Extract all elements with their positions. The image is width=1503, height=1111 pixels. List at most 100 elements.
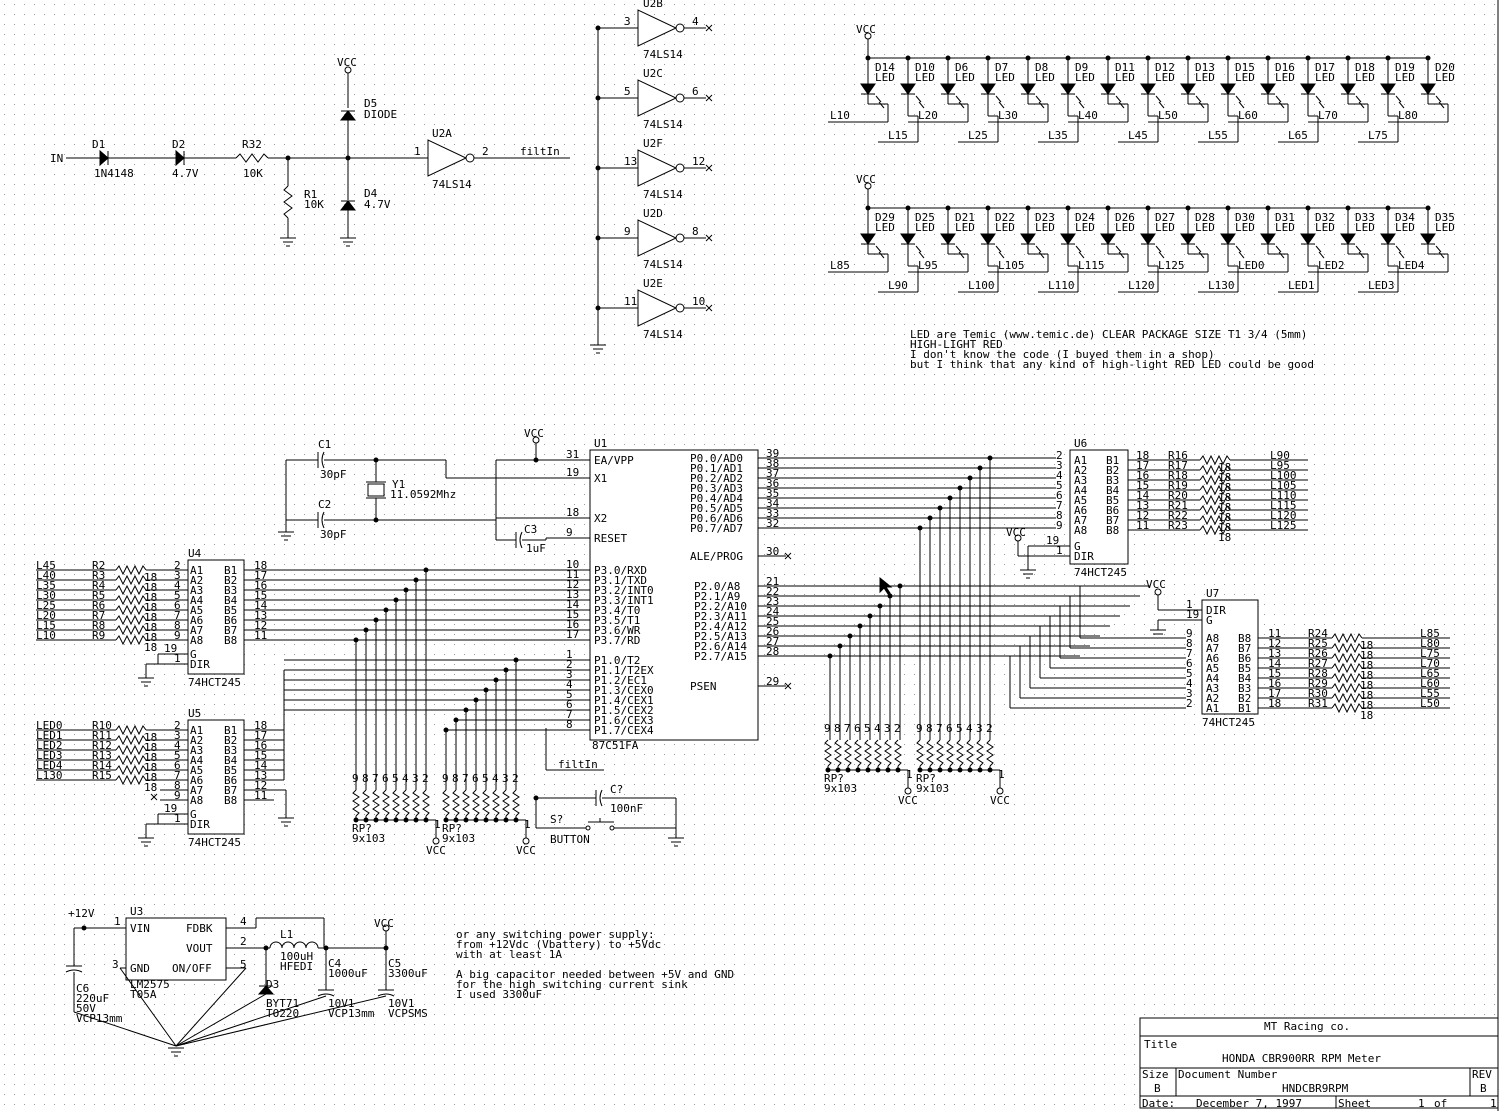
- resistor-ref: R10: [92, 719, 112, 732]
- led-value: LED: [1395, 71, 1415, 84]
- pin-name: B3: [1238, 682, 1251, 695]
- pin-number: 11: [1136, 519, 1149, 532]
- rp-pin: 6: [472, 772, 479, 785]
- led-value: LED: [1115, 71, 1135, 84]
- net-label: L60: [1420, 677, 1440, 690]
- net-label: L35: [1048, 129, 1068, 142]
- power-note-line: I used 3300uF: [456, 988, 542, 1001]
- net-label: L55: [1420, 687, 1440, 700]
- rp-pin: 2: [894, 722, 901, 735]
- mcu-pin-name: P3.0/RXD: [594, 564, 647, 577]
- pin-number: 18: [254, 559, 267, 572]
- mcu-pin-number: 11: [566, 568, 579, 581]
- pin-name: B4: [1106, 484, 1120, 497]
- resistor-ref: R3: [92, 569, 105, 582]
- ground-power: [168, 1047, 184, 1057]
- pin-number: 8: [1056, 509, 1063, 522]
- inverter-ref: U2F: [643, 137, 663, 150]
- svg-text:10K: 10K: [243, 167, 263, 180]
- pin-name: A4: [190, 594, 204, 607]
- mcu-pin-number: 7: [566, 708, 573, 721]
- svg-text:5: 5: [240, 958, 247, 971]
- led-value: LED: [915, 221, 935, 234]
- pin-name: A2: [1206, 692, 1219, 705]
- resistor-r32: R32 10K: [235, 138, 269, 180]
- buffer-ref: U5: [188, 707, 201, 720]
- rp-pin: 9: [352, 772, 359, 785]
- svg-text:C6: C6: [76, 982, 89, 995]
- vcc-label: VCC: [1146, 578, 1166, 591]
- pin-name: B3: [224, 744, 237, 757]
- rp-pin: 3: [976, 722, 983, 735]
- pin-name: B3: [1106, 474, 1119, 487]
- rev-label: REV: [1472, 1068, 1492, 1081]
- led-value: LED: [1195, 71, 1215, 84]
- resistor-value: 18: [144, 621, 157, 634]
- led-value: LED: [1115, 221, 1135, 234]
- pin-name: B7: [1106, 514, 1119, 527]
- pin-number: 1: [1186, 598, 1193, 611]
- pin-name: A7: [190, 624, 203, 637]
- pin-number: 11: [254, 629, 267, 642]
- pin-number: 2: [174, 719, 181, 732]
- power-note-line: or any switching power supply:: [456, 928, 655, 941]
- ground-r1: [280, 237, 296, 247]
- net-label: L120: [1128, 279, 1155, 292]
- pin-number: 15: [1268, 667, 1281, 680]
- docnum-label: Document Number: [1178, 1068, 1278, 1081]
- pin-name: B2: [224, 734, 237, 747]
- pin-number: 17: [1268, 687, 1281, 700]
- pin-number: 8: [174, 619, 181, 632]
- pin-number: 15: [254, 589, 267, 602]
- svg-text:S?: S?: [550, 813, 563, 826]
- net-label: LED4: [1398, 259, 1425, 272]
- pin-name: A3: [1206, 682, 1219, 695]
- pin-number: 16: [254, 739, 267, 752]
- rp-pin: 6: [382, 772, 389, 785]
- svg-text:3300uF: 3300uF: [388, 967, 428, 980]
- rp-pin: 6: [854, 722, 861, 735]
- resistor-value: 18: [144, 591, 157, 604]
- svg-text:C5: C5: [388, 957, 401, 970]
- net-label: L65: [1288, 129, 1308, 142]
- led-row-2: VCCD29LEDD25LEDD21LEDD22LEDD23LEDD24LEDD…: [828, 173, 1455, 293]
- led-ref: D12: [1155, 61, 1175, 74]
- resistor-value: 18: [1360, 669, 1373, 682]
- pin-number: 17: [254, 729, 267, 742]
- led-value: LED: [1035, 221, 1055, 234]
- net-label: L15: [36, 619, 56, 632]
- pin-name: A7: [1206, 642, 1219, 655]
- led-ref: D17: [1315, 61, 1335, 74]
- net-label: LED2: [1318, 259, 1345, 272]
- rp-pin: 1: [998, 768, 1005, 781]
- led-value: LED: [1235, 71, 1255, 84]
- inverter-ref: U2D: [643, 207, 663, 220]
- net-label: L80: [1420, 637, 1440, 650]
- pin-name: A1: [190, 564, 203, 577]
- resistor-value: 18: [1360, 659, 1373, 672]
- led-value: LED: [1315, 221, 1335, 234]
- net-label: L45: [36, 559, 56, 572]
- mcu-pin-number: 35: [766, 487, 779, 500]
- mcu-pin-number: 6: [566, 698, 573, 711]
- mcu-pin-number: 12: [566, 578, 579, 591]
- pin-name: A2: [190, 734, 203, 747]
- svg-text:VCC: VCC: [374, 917, 394, 930]
- pin-name: B6: [1238, 652, 1251, 665]
- pin-name: B5: [1106, 494, 1119, 507]
- power-note-line: with at least 1A: [456, 948, 562, 961]
- net-label: L130: [36, 769, 63, 782]
- mcu-pin-name: X2: [594, 512, 607, 525]
- reset-circuit: filtIn C?100nF S?BUTTON: [533, 728, 684, 847]
- net-label: LED4: [36, 759, 63, 772]
- docnum-value: HNDCBR9RPM: [1282, 1082, 1349, 1095]
- resistor-value: 18: [144, 581, 157, 594]
- net-label: LED1: [36, 729, 63, 742]
- mcu-pin-number: 10: [566, 558, 579, 571]
